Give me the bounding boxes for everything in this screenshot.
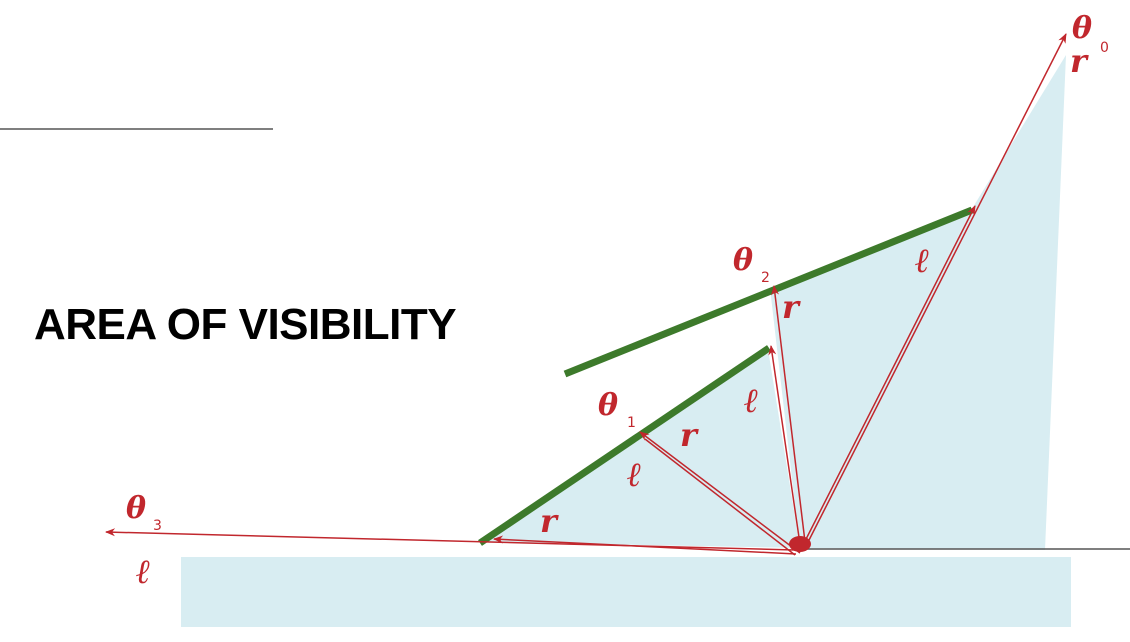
ray-theta1-a <box>639 431 801 554</box>
label-theta0: θ <box>1072 11 1092 46</box>
label-theta2-index: 2 <box>761 270 770 286</box>
label-l-upper-right: ℓ <box>915 241 930 281</box>
floor-region <box>181 557 1071 627</box>
wall-upper <box>563 206 974 378</box>
label-l-theta3: ℓ <box>136 552 151 592</box>
diagram-title: AREA OF VISIBILITY <box>34 300 457 349</box>
ray-theta0-out <box>804 33 1067 549</box>
ray-theta3-a <box>105 528 796 551</box>
label-theta3: θ <box>126 491 146 526</box>
observer-point <box>789 536 811 552</box>
label-theta1: θ <box>598 388 618 423</box>
label-r-theta1: r <box>680 416 699 454</box>
visibility-region-left <box>482 349 800 548</box>
label-theta1-index: 1 <box>627 415 636 431</box>
label-l-middle: ℓ <box>744 381 759 421</box>
label-r-theta2: r <box>782 288 801 326</box>
label-theta3-index: 3 <box>153 518 162 534</box>
label-theta0-index: 0 <box>1100 40 1109 56</box>
ray-theta2-b <box>768 345 802 552</box>
visibility-region-middle <box>770 212 970 548</box>
ray-theta2-a <box>771 285 807 551</box>
label-l-theta1: ℓ <box>627 455 642 495</box>
rays <box>105 33 1067 556</box>
ray-theta3-b <box>493 535 797 555</box>
wall-lower <box>478 345 771 546</box>
label-r-lower: r <box>540 502 559 540</box>
label-r-theta0: r <box>1070 42 1089 80</box>
ray-theta1-b <box>644 438 796 556</box>
label-theta2: θ <box>733 243 753 278</box>
ray-theta0-back <box>799 205 976 552</box>
